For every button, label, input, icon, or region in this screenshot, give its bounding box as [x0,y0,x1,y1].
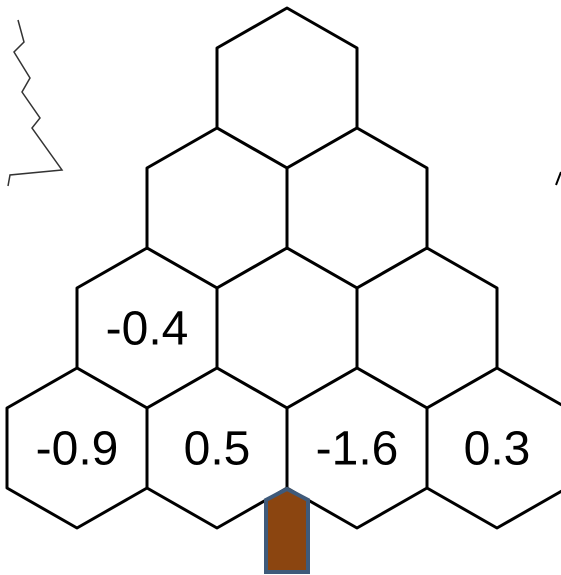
hex-value: -0.4 [106,303,189,356]
hex-value: 0.3 [464,423,531,476]
hex-value: -0.9 [36,423,119,476]
edge-mark [555,171,561,186]
tree-trunk [264,486,310,574]
hex-cell: -0.9 [5,366,149,530]
zigzag-line [7,19,64,187]
hex-value: -1.6 [316,423,399,476]
hex-cell: 0.3 [425,366,561,530]
hex-value: 0.5 [184,423,251,476]
